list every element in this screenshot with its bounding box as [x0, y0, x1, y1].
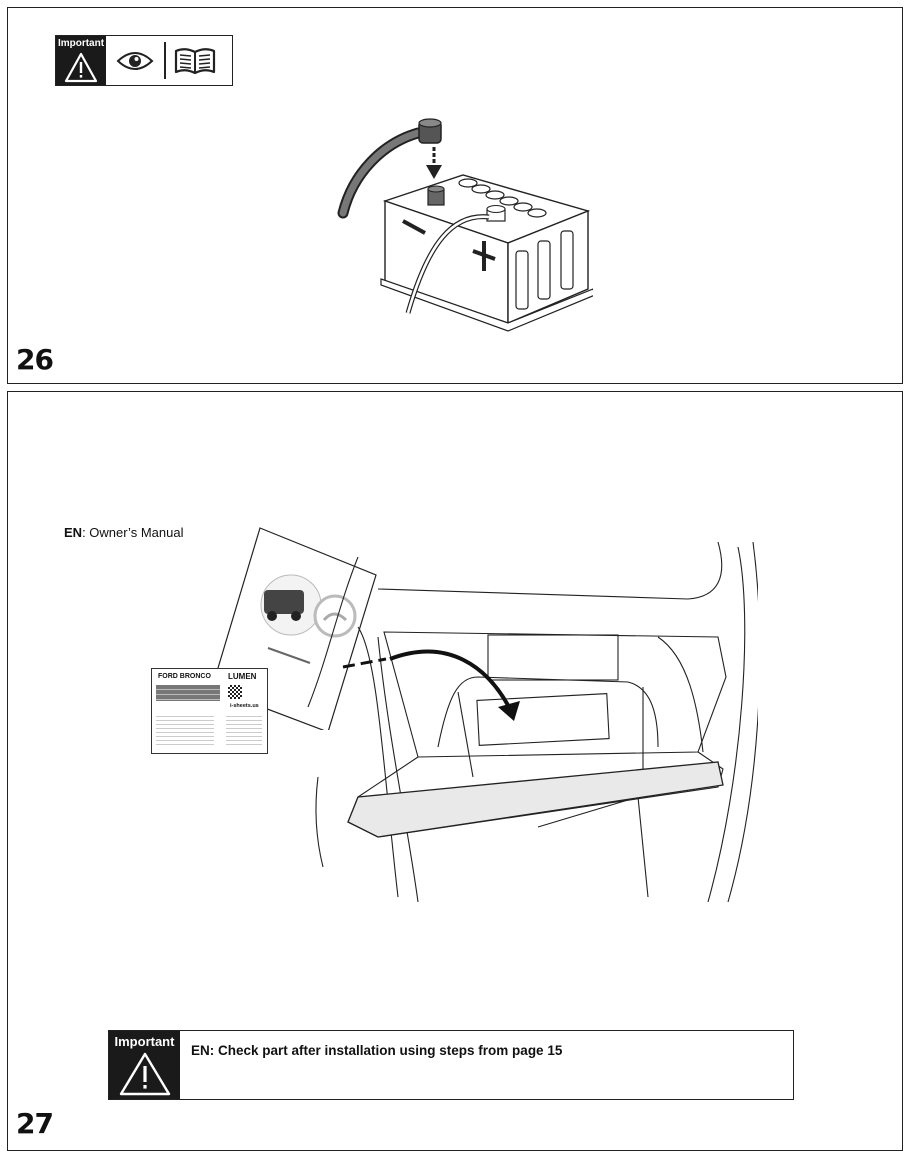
important-label: Important — [57, 38, 105, 49]
important-badge: Important — [109, 1031, 180, 1099]
eye-icon — [116, 51, 154, 70]
language-code: EN — [64, 525, 83, 540]
important-text: EN: Check part after installation using … — [191, 1043, 563, 1058]
card-website: i-sheets.us — [230, 703, 259, 709]
important-badge: Important — [56, 36, 106, 85]
icon-strip: Important — [55, 35, 233, 86]
battery-icon — [337, 118, 593, 332]
manual-label-text: : Owner’s Manual — [82, 525, 184, 540]
open-book-icon — [174, 47, 215, 74]
card-color-band — [156, 685, 220, 701]
product-card: FORD BRONCO LUMEN i-sheets.us — [151, 668, 268, 754]
strip-divider — [164, 42, 166, 79]
step-number: 26 — [16, 343, 54, 376]
warning-triangle-icon — [119, 1052, 171, 1096]
card-fine-print-right — [226, 713, 262, 747]
card-title: FORD BRONCO — [158, 673, 211, 680]
owners-manual-label: EN: Owner’s Manual — [64, 525, 183, 540]
glovebox-illustration — [307, 541, 758, 902]
important-notice: Important EN: Check part after installat… — [108, 1030, 794, 1100]
step-26-panel: Important — [7, 7, 903, 384]
card-brand: LUMEN — [228, 672, 257, 681]
qr-code-icon — [228, 685, 242, 699]
manual-cell — [166, 36, 224, 85]
step-number: 27 — [16, 1107, 54, 1140]
warning-triangle-icon — [64, 52, 98, 83]
card-fine-print — [156, 713, 214, 747]
step-27-panel: EN: Owner’s Manual — [7, 391, 903, 1151]
eye-cell — [106, 36, 164, 85]
important-label: Important — [114, 1034, 175, 1049]
